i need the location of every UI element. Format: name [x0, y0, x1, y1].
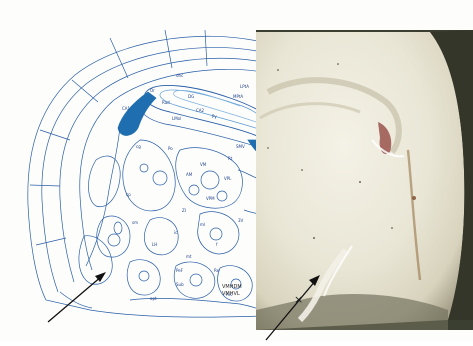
atlas-radial-divider	[110, 38, 128, 78]
atlas-label: Rad	[162, 100, 170, 105]
atlas-label: mt	[186, 254, 192, 259]
atlas-label: opt	[150, 296, 157, 301]
atlas-label: CA2	[196, 108, 205, 113]
atlas-label: 3V	[238, 218, 244, 223]
tissue-speckle	[267, 147, 268, 148]
tissue-speckle	[277, 69, 279, 71]
atlas-label: Re	[214, 268, 220, 273]
atlas-radial-divider	[40, 130, 70, 140]
atlas-nucleus	[139, 271, 149, 281]
tissue-speckle	[301, 169, 303, 171]
atlas-label: VM	[200, 162, 207, 167]
atlas-region-outline	[60, 292, 92, 308]
atlas-radial-divider	[72, 80, 98, 102]
atlas-hippocampus-band	[173, 90, 262, 124]
atlas-label: LMol	[172, 116, 181, 121]
atlas-label: LH	[152, 242, 157, 247]
atlas-label: DG	[188, 94, 194, 99]
atlas-label: dhc	[176, 73, 183, 78]
atlas-label: Py	[212, 114, 217, 119]
atlas-region-outline	[144, 218, 178, 255]
atlas-label: PeF	[176, 268, 184, 273]
atlas-nucleus	[189, 185, 199, 195]
atlas-label: SMV	[236, 144, 245, 149]
atlas-label: Po	[168, 146, 173, 151]
tissue-spot	[412, 196, 416, 200]
atlas-label: ic	[174, 230, 177, 235]
tissue-speckle	[359, 181, 361, 183]
tissue-speckle	[313, 237, 315, 239]
atlas-label: cp	[126, 192, 131, 197]
atlas-radial-divider	[165, 30, 172, 68]
atlas-label: LPtA	[240, 84, 249, 89]
atlas-caption-label: VMHDM	[222, 284, 242, 290]
atlas-nucleus	[153, 171, 167, 185]
atlas-radial-divider	[36, 238, 66, 245]
atlas-nucleus	[201, 171, 219, 189]
atlas-caption-label: VMHVL	[222, 291, 240, 297]
atlas-nucleus	[190, 274, 202, 286]
atlas-label: ZI	[182, 208, 186, 213]
atlas-cortex-layer	[42, 47, 262, 292]
atlas-nucleus	[217, 191, 227, 201]
left-panel-arrow	[48, 272, 106, 322]
atlas-nucleus	[140, 164, 148, 172]
atlas-label: sm	[132, 220, 138, 225]
atlas-drawing-panel	[28, 30, 262, 317]
atlas-region-outline	[97, 216, 130, 257]
tissue-speckle	[337, 63, 339, 65]
atlas-region-outline	[89, 156, 121, 207]
tissue-speckle	[391, 227, 393, 229]
atlas-label: Rt	[228, 156, 233, 161]
atlas-label: MPtA	[233, 94, 243, 99]
atlas-label: VPL	[224, 176, 232, 181]
atlas-region-outline	[127, 260, 160, 295]
atlas-cortex-layer	[60, 58, 262, 282]
atlas-radial-divider	[205, 30, 207, 66]
atlas-nucleus	[114, 222, 122, 234]
atlas-lateral-ventricle	[118, 92, 156, 136]
atlas-label: CA1	[122, 106, 131, 111]
tissue-photo-panel	[256, 30, 473, 330]
atlas-label: Or	[150, 88, 155, 93]
atlas-nucleus	[210, 228, 222, 240]
atlas-nucleus	[108, 234, 120, 246]
atlas-radial-divider	[30, 185, 60, 186]
atlas-label: VPM	[206, 196, 215, 201]
atlas-label: f	[216, 242, 218, 247]
atlas-label: AM	[186, 172, 193, 177]
tissue-slice	[256, 32, 464, 330]
atlas-label: ml	[200, 222, 205, 227]
atlas-region-outline	[198, 212, 239, 254]
atlas-label: cg	[136, 144, 141, 149]
atlas-label: Sub	[176, 282, 184, 287]
